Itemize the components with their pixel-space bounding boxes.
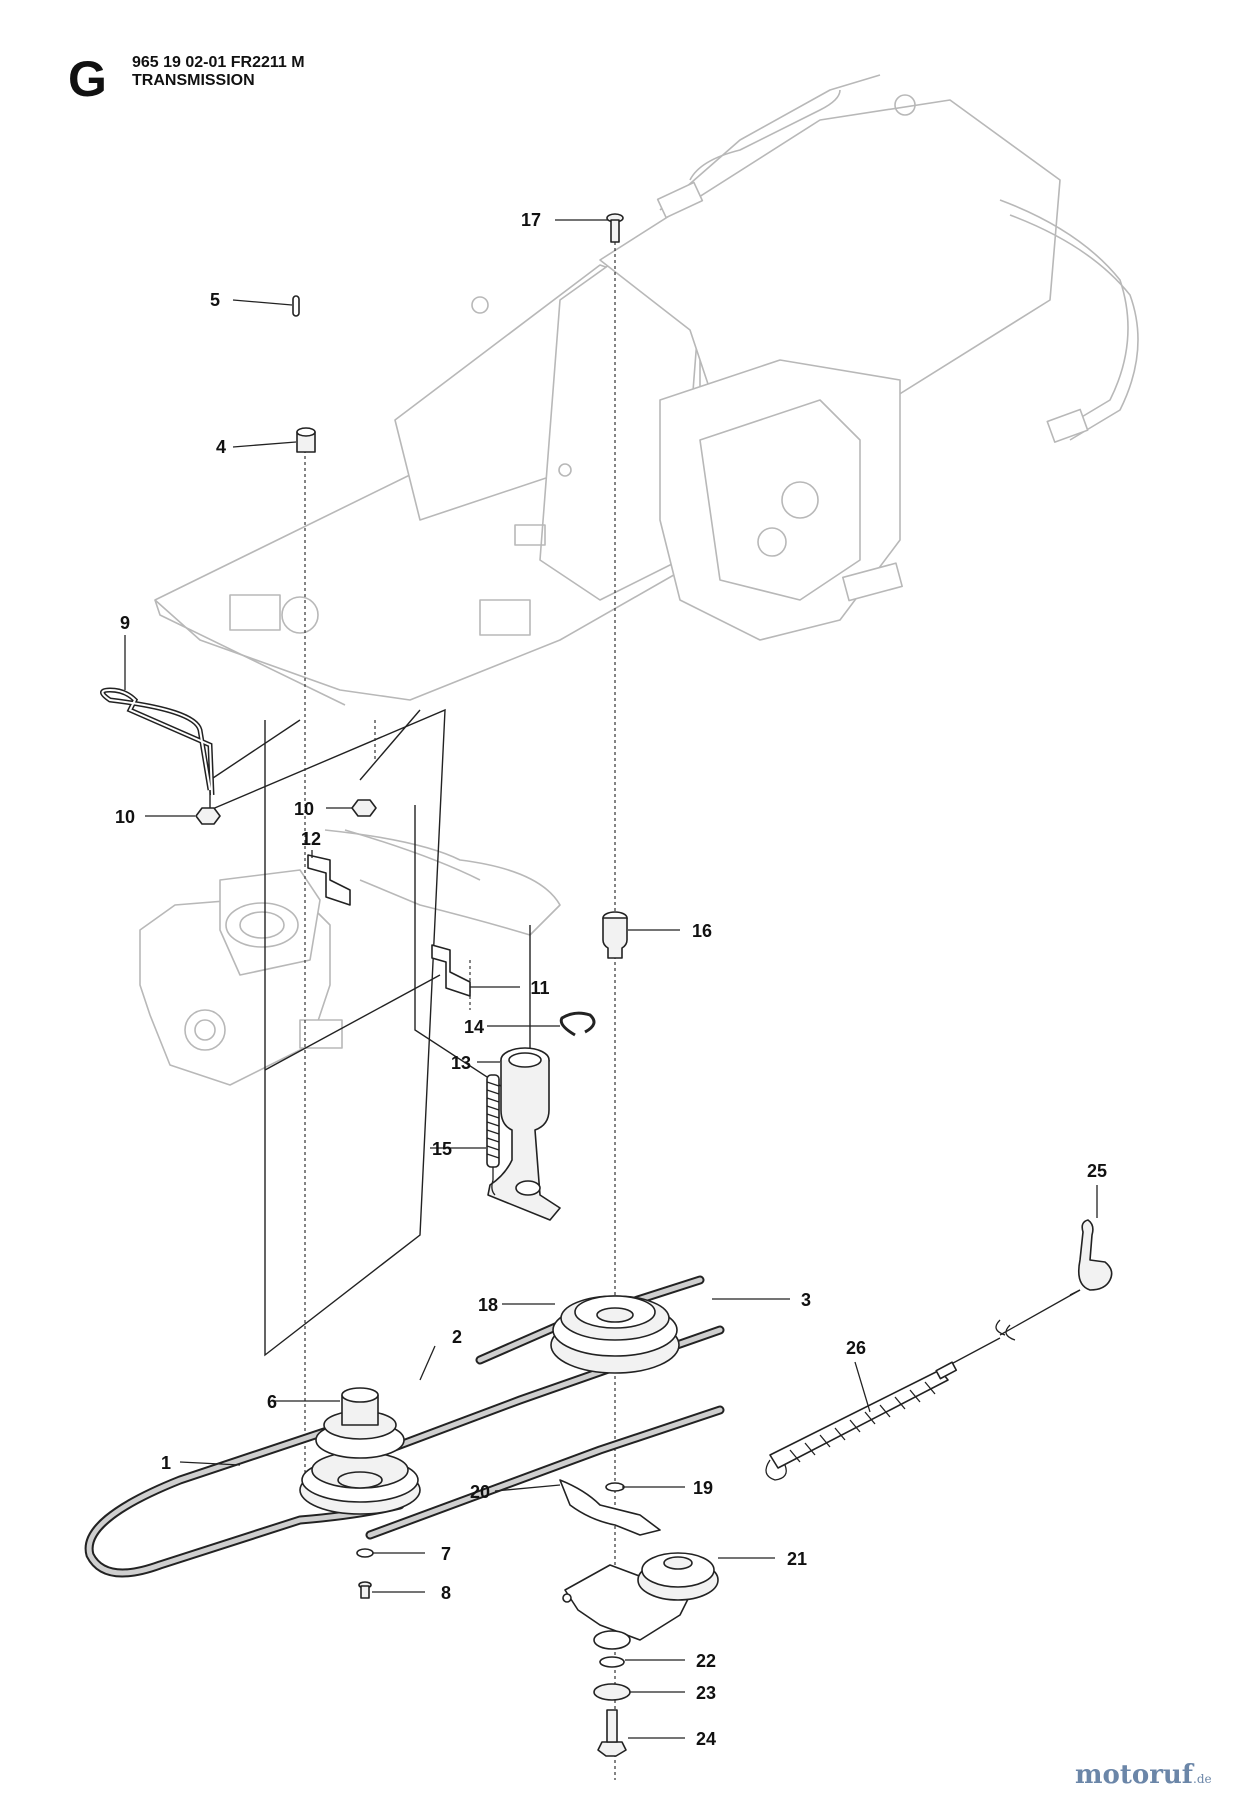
- section-title: TRANSMISSION: [132, 72, 255, 89]
- assembly-outline-bracket: [414, 805, 531, 1107]
- callout-labels: 1 2 3 4 5 6 7 8 9 10 10 11 12 13 14 15 1…: [115, 210, 1107, 1749]
- part-8-bolt: [358, 1581, 372, 1599]
- callout-17: 17: [521, 210, 541, 230]
- section-letter: G: [68, 51, 107, 107]
- part-13-idler-arm: [487, 1047, 561, 1221]
- part-10-nut-center: [351, 799, 377, 817]
- part-21-idler-pulley: [562, 1552, 719, 1650]
- callout-10-center: 10: [294, 799, 314, 819]
- callout-3: 3: [801, 1290, 811, 1310]
- watermark-logo: motoruf.de: [1075, 1760, 1212, 1790]
- callout-20: 20: [470, 1482, 490, 1502]
- callout-8: 8: [441, 1583, 451, 1603]
- leader-lines: [124, 219, 1098, 1739]
- callout-2: 2: [452, 1327, 462, 1347]
- part-14-clip: [559, 1011, 596, 1037]
- transaxle-housing-ghost: [139, 829, 561, 1086]
- part-26-spring-cable: [765, 1289, 1081, 1481]
- part-11-bracket: [431, 944, 471, 997]
- part-20-plate: [559, 1479, 661, 1536]
- callout-1: 1: [161, 1453, 171, 1473]
- callout-24: 24: [696, 1729, 716, 1749]
- part-6-engine-pulley: [299, 1387, 421, 1515]
- callout-12: 12: [301, 829, 321, 849]
- callout-25: 25: [1087, 1161, 1107, 1181]
- part-25-cable-clip: [1069, 1219, 1113, 1296]
- callout-22: 22: [696, 1651, 716, 1671]
- callout-6: 6: [267, 1392, 277, 1412]
- callout-4: 4: [216, 437, 226, 457]
- watermark-suffix: .de: [1193, 1772, 1212, 1786]
- callout-15: 15: [432, 1139, 452, 1159]
- chassis-frame-ghost: [154, 74, 1139, 706]
- part-9-rod: [100, 687, 215, 796]
- callout-26: 26: [846, 1338, 866, 1358]
- callout-5: 5: [210, 290, 220, 310]
- callout-19: 19: [693, 1478, 713, 1498]
- part-4-spacer: [296, 427, 316, 453]
- part-12-bracket: [307, 854, 351, 906]
- callout-10-left: 10: [115, 807, 135, 827]
- callout-13: 13: [451, 1053, 471, 1073]
- callout-18: 18: [478, 1295, 498, 1315]
- callout-7: 7: [441, 1544, 451, 1564]
- callout-16: 16: [692, 921, 712, 941]
- part-10-nut-left: [195, 807, 221, 825]
- part-19-washer: [605, 1482, 625, 1492]
- part-23-washer: [593, 1683, 631, 1701]
- callout-21: 21: [787, 1549, 807, 1569]
- watermark-name: motoruf: [1075, 1760, 1193, 1790]
- part-17-bolt: [606, 213, 624, 243]
- callout-23: 23: [696, 1683, 716, 1703]
- callout-9: 9: [120, 613, 130, 633]
- part-7-washer: [356, 1548, 374, 1558]
- part-5-pin: [292, 295, 300, 317]
- part-18-pulley: [550, 1295, 680, 1374]
- part-22-washer: [599, 1656, 625, 1668]
- assembly-outline-upper: [209, 708, 446, 1357]
- callout-11: 11: [530, 978, 549, 998]
- callout-14: 14: [464, 1017, 484, 1037]
- part-24-bolt: [597, 1709, 627, 1757]
- model-number: 965 19 02-01 FR2211 M: [132, 54, 305, 71]
- part-15-spring: [486, 1074, 500, 1196]
- part-16-bushing: [602, 911, 628, 959]
